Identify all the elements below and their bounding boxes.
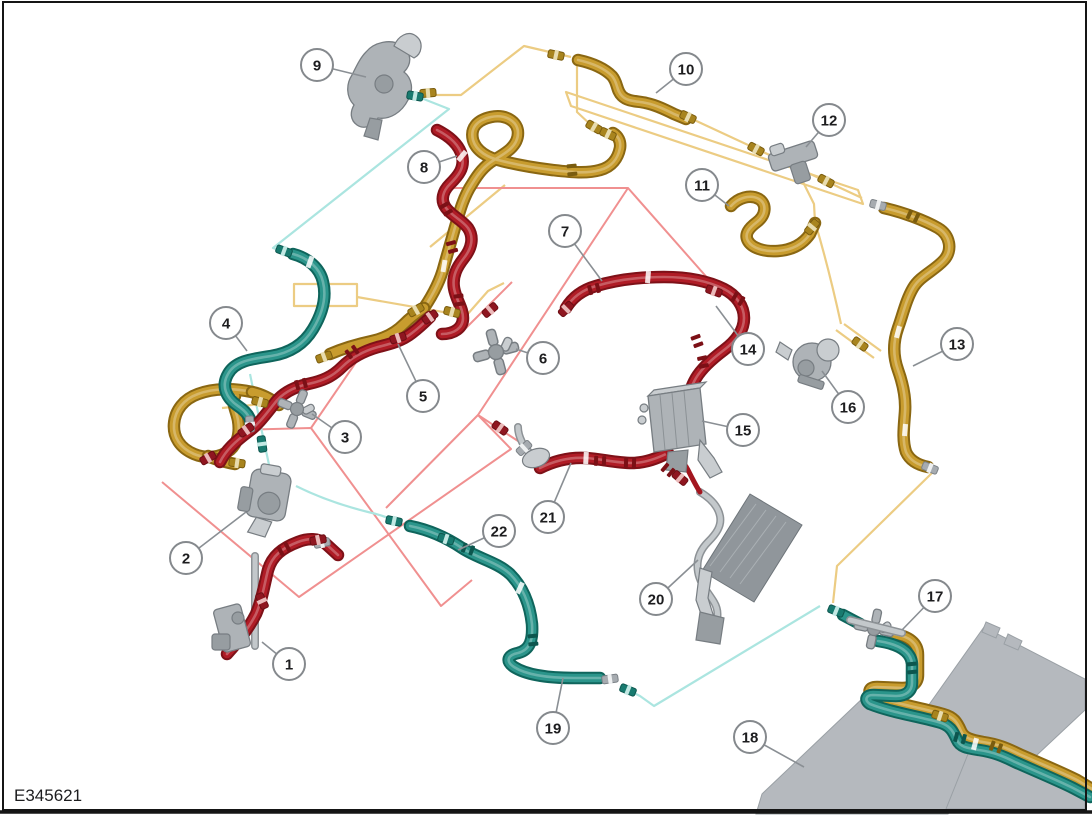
component-9-pump — [347, 33, 422, 141]
svg-text:5: 5 — [419, 389, 427, 406]
svg-text:14: 14 — [740, 342, 757, 359]
callout-13: 13 — [912, 327, 974, 367]
svg-text:1: 1 — [285, 657, 293, 674]
callout-19: 19 — [536, 677, 570, 745]
callout-21: 21 — [531, 462, 572, 534]
svg-text:15: 15 — [735, 423, 752, 440]
callout-22: 22 — [457, 514, 516, 551]
callout-2: 2 — [169, 511, 247, 575]
svg-text:11: 11 — [694, 178, 710, 195]
svg-text:19: 19 — [545, 721, 562, 738]
svg-text:22: 22 — [491, 524, 508, 541]
callout-15: 15 — [701, 413, 760, 447]
svg-text:3: 3 — [341, 430, 349, 447]
svg-text:16: 16 — [840, 400, 857, 417]
svg-text:12: 12 — [821, 113, 838, 130]
component-2-pump — [237, 463, 292, 538]
svg-text:18: 18 — [742, 730, 759, 747]
svg-text:9: 9 — [313, 58, 321, 75]
component-20-cooler — [695, 493, 803, 645]
component-12-valve — [767, 140, 819, 185]
svg-text:4: 4 — [222, 316, 231, 333]
callout-9: 9 — [300, 48, 367, 82]
svg-text:8: 8 — [420, 160, 428, 177]
callout-18: 18 — [733, 720, 805, 768]
callout-4: 4 — [209, 306, 248, 352]
callout-8: 8 — [407, 150, 458, 184]
component-21-junction — [521, 447, 551, 469]
callout-1: 1 — [261, 641, 306, 681]
component-6-valve — [467, 323, 525, 381]
svg-text:17: 17 — [927, 589, 944, 606]
callout-3: 3 — [311, 413, 362, 454]
svg-text:20: 20 — [648, 592, 665, 609]
component-15-coolant-heater — [637, 381, 723, 479]
svg-text:21: 21 — [540, 510, 557, 527]
callout-6: 6 — [515, 341, 560, 375]
callout-7: 7 — [548, 214, 603, 282]
callout-11: 11 — [685, 168, 730, 207]
callout-16: 16 — [821, 370, 865, 424]
figure-id-label: E345621 — [14, 786, 82, 805]
component-1-bracket — [211, 603, 251, 653]
svg-text:10: 10 — [678, 62, 695, 79]
svg-text:7: 7 — [561, 224, 569, 241]
callout-10: 10 — [655, 52, 703, 94]
callout-12: 12 — [805, 103, 846, 148]
svg-text:6: 6 — [539, 351, 547, 368]
callout-5: 5 — [397, 343, 440, 413]
callout-14: 14 — [715, 305, 765, 366]
callout-20: 20 — [639, 559, 699, 616]
components — [211, 33, 906, 654]
callout-17: 17 — [901, 579, 952, 631]
svg-text:2: 2 — [182, 551, 190, 568]
svg-text:13: 13 — [949, 337, 966, 354]
